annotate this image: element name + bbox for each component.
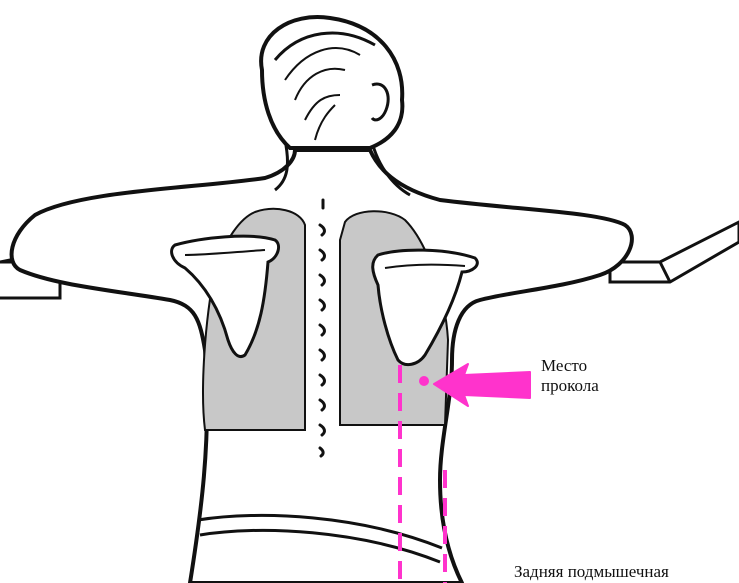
puncture-site-label: Место прокола (541, 356, 599, 395)
puncture-point (419, 376, 429, 386)
puncture-label-line2: прокола (541, 376, 599, 396)
scapular-line-label: Задняя подмышечная (514, 562, 669, 582)
head (261, 17, 402, 148)
puncture-label-line1: Место (541, 356, 599, 376)
